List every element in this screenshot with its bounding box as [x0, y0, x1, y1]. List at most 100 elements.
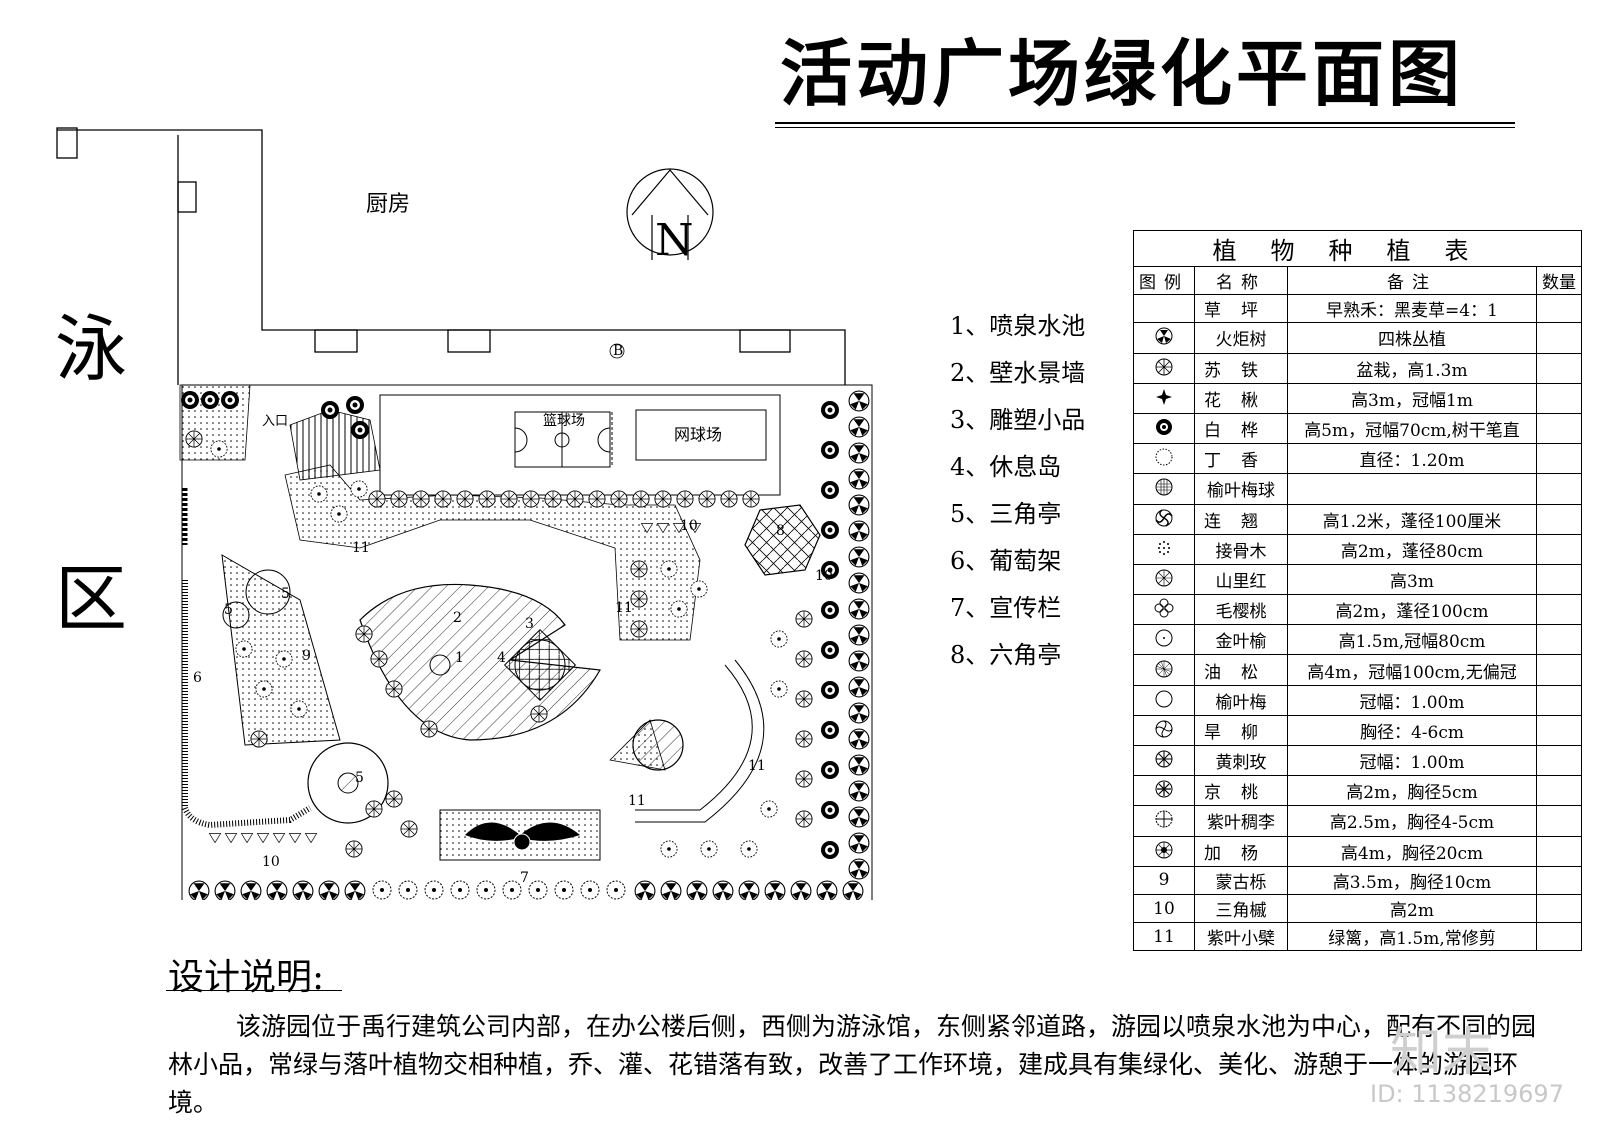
plant-symbol	[1133, 382, 1195, 414]
design-heading-underline	[166, 990, 342, 991]
svg-text:10: 10	[680, 518, 698, 534]
svg-text:6: 6	[193, 670, 202, 686]
plant-poplar-icon	[1155, 841, 1173, 859]
plant-symbol	[1133, 744, 1195, 777]
plant-symbol	[1133, 533, 1195, 565]
plant-symbol	[1133, 624, 1195, 656]
svg-text:10: 10	[262, 854, 280, 870]
plant-birch-icon	[1156, 419, 1172, 436]
plant-name: 紫叶小檗	[1194, 922, 1288, 952]
plant-dots-icon	[1158, 540, 1170, 555]
plant-row: 黄刺玫冠幅：1.00m	[1133, 744, 1582, 777]
plant-note: 高2m	[1287, 893, 1537, 924]
basketball-court-label: 篮球场	[543, 413, 585, 429]
plant-quantity	[1536, 624, 1582, 656]
plant-quantity	[1536, 835, 1582, 867]
plant-name: 旱柳	[1194, 714, 1288, 747]
legend-item-triangle-pavilion: 5、三角亭	[950, 500, 1062, 528]
plant-name: 毛樱桃	[1194, 594, 1288, 626]
plant-quantity	[1536, 744, 1582, 777]
plant-grid-icon	[1155, 478, 1173, 496]
svg-text:7: 7	[520, 870, 529, 886]
legend-item-water-wall: 2、壁水景墙	[950, 359, 1086, 387]
plant-name: 草坪	[1194, 294, 1288, 324]
plant-symbol	[1133, 412, 1195, 445]
plant-note: 早熟禾：黑麦草=4：1	[1287, 294, 1537, 324]
hedge-bed	[289, 409, 381, 481]
plant-quantity	[1536, 594, 1582, 626]
plant-row: 花楸高3m，冠幅1m	[1133, 382, 1582, 414]
svg-text:8: 8	[776, 523, 785, 539]
plant-note: 高3m	[1287, 563, 1537, 596]
svg-text:11: 11	[352, 540, 370, 556]
plant-quantity	[1536, 443, 1582, 475]
plant-note: 高2m，胸径5cm	[1287, 775, 1537, 807]
plant-row: 京桃高2m，胸径5cm	[1133, 775, 1582, 807]
plant-name: 连翘	[1194, 503, 1288, 535]
plant-plain-icon	[1155, 690, 1173, 708]
plant-symbol	[1133, 805, 1195, 837]
watermark-logo: 知末	[1390, 1023, 1495, 1083]
plant-quantity	[1536, 533, 1582, 565]
plant-note: 高1.5m,冠幅80cm	[1287, 624, 1537, 656]
plant-quantity	[1536, 775, 1582, 807]
plant-note	[1287, 473, 1537, 505]
site-boundary	[181, 384, 873, 900]
plant-symbol	[1133, 473, 1195, 505]
plant-table-title: 植物种植表	[1133, 230, 1582, 267]
title-underline	[775, 122, 1515, 124]
plant-symbol	[1133, 835, 1195, 867]
legend-item-fountain: 1、喷泉水池	[950, 312, 1086, 340]
plant-name: 油松	[1194, 654, 1288, 686]
watermark-id: ID: 1138219697	[1370, 1080, 1564, 1108]
svg-text:3: 3	[525, 616, 534, 632]
svg-text:4: 4	[497, 650, 506, 666]
plant-symbol	[1133, 654, 1195, 686]
plant-note: 高5m，冠幅70cm,树干笔直	[1287, 412, 1537, 445]
plant-note: 高3m，冠幅1m	[1287, 382, 1537, 414]
design-heading: 设计说明:	[168, 957, 325, 998]
plant-name: 丁香	[1194, 443, 1288, 475]
pool-label-1: 泳	[55, 307, 128, 391]
plant-name: 黄刺玫	[1194, 744, 1288, 777]
plant-flower-icon	[1154, 598, 1174, 618]
plant-quantity	[1536, 893, 1582, 924]
svg-text:5: 5	[281, 586, 290, 602]
plant-name: 榆叶梅	[1194, 684, 1288, 716]
plant-row: 金叶榆高1.5m,冠幅80cm	[1133, 624, 1582, 656]
plant-symbol	[1133, 503, 1195, 535]
plant-symbol	[1133, 714, 1195, 747]
plant-quantity	[1536, 714, 1582, 747]
plant-lilac-icon	[1155, 448, 1173, 466]
plant-row: 接骨木高2m，蓬径80cm	[1133, 533, 1582, 565]
legend-item-hexagon-pavilion: 8、六角亭	[950, 641, 1062, 669]
svg-text:1: 1	[455, 650, 464, 666]
north-arrow-icon	[626, 168, 714, 260]
plant-quantity	[1536, 503, 1582, 535]
plant-willow-icon	[1155, 720, 1173, 738]
plant-name: 三角槭	[1194, 893, 1288, 924]
svg-text:9: 9	[302, 648, 311, 664]
plant-cycad-icon	[1155, 358, 1173, 376]
plant-note: 高2m，蓬径80cm	[1287, 533, 1537, 565]
plant-name: 榆叶梅球	[1194, 473, 1288, 505]
plant-note: 冠幅：1.00m	[1287, 744, 1537, 777]
plant-note: 胸径：4-6cm	[1287, 714, 1537, 747]
plant-quantity	[1536, 294, 1582, 324]
plant-row: 紫叶稠李高2.5m，胸径4-5cm	[1133, 805, 1582, 837]
svg-text:11: 11	[748, 758, 766, 774]
plant-row: 毛樱桃高2m，蓬径100cm	[1133, 594, 1582, 626]
plant-note: 高2.5m，胸径4-5cm	[1287, 805, 1537, 837]
plant-pine-icon	[1155, 660, 1173, 678]
plan-numbers: 1 2 3 4 5 5 5 6 7 8 9 10 10 10 11 11 11 …	[193, 518, 833, 886]
plant-note: 高2m，蓬径100cm	[1287, 594, 1537, 626]
plant-name: 白桦	[1194, 412, 1288, 445]
svg-text:5: 5	[355, 770, 364, 786]
plant-symbol	[1133, 563, 1195, 596]
plant-symbol: 9	[1133, 865, 1195, 895]
plant-name: 蒙古栎	[1194, 865, 1288, 895]
plant-swirl-icon	[1155, 509, 1173, 527]
plant-quantity	[1536, 322, 1582, 354]
